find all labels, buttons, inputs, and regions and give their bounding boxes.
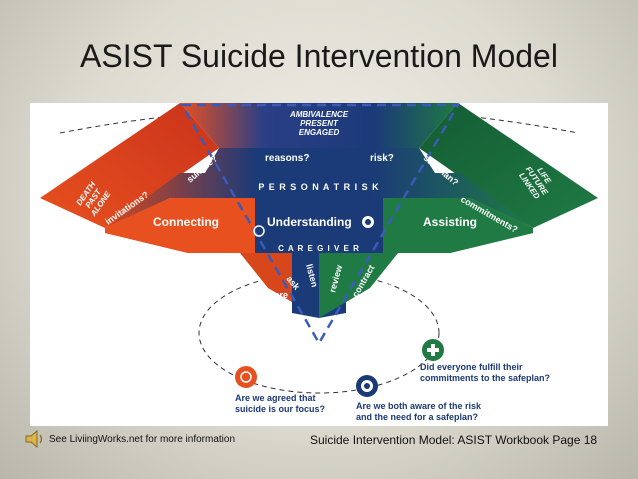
lower-fan-right bbox=[319, 253, 398, 318]
person-at-risk-label: P E R S O N A T R I S K bbox=[258, 182, 379, 192]
triangle-outline bbox=[179, 103, 461, 346]
understanding-question-line1: Are we both aware of the risk bbox=[356, 401, 482, 411]
connecting-section bbox=[105, 198, 255, 253]
footer-citation: Suicide Intervention Model: ASIST Workbo… bbox=[310, 433, 598, 447]
prompt-risk: risk? bbox=[370, 153, 394, 164]
prompt-reasons: reasons? bbox=[265, 153, 309, 164]
connecting-question-line1: Are we agreed that bbox=[235, 393, 316, 403]
caregiver-label: C A R E G I V E R bbox=[278, 244, 360, 253]
phase-understanding: Understanding bbox=[267, 215, 352, 229]
top-band-label-3: ENGAGED bbox=[299, 128, 340, 137]
diagram-panel: AMBIVALENCE PRESENT ENGAGED DEATH PAST A… bbox=[30, 103, 608, 426]
understanding-section bbox=[255, 198, 383, 253]
assisting-question-line1: Did everyone fulfill their bbox=[420, 362, 523, 372]
left-outer-band bbox=[40, 103, 219, 228]
upper-row bbox=[105, 148, 533, 228]
top-band bbox=[180, 103, 458, 148]
top-band-label-2: PRESENT bbox=[300, 119, 339, 128]
assisting-question-line2: commitments to the safeplan? bbox=[420, 373, 550, 383]
assisting-question-icon bbox=[422, 339, 444, 361]
action-explore: explore bbox=[256, 290, 288, 300]
understanding-question-icon bbox=[356, 375, 378, 397]
phase-connecting: Connecting bbox=[153, 215, 219, 229]
top-band-label-1: AMBIVALENCE bbox=[289, 110, 349, 119]
assisting-section bbox=[383, 198, 533, 253]
phase-assisting: Assisting bbox=[423, 215, 477, 229]
connecting-question-line2: suicide is our focus? bbox=[235, 404, 325, 414]
speaker-icon[interactable] bbox=[22, 426, 48, 452]
intervention-model-diagram: AMBIVALENCE PRESENT ENGAGED DEATH PAST A… bbox=[40, 103, 598, 422]
footer-source-note: See LiviingWorks.net for more informatio… bbox=[49, 434, 236, 445]
slide-title: ASIST Suicide Intervention Model bbox=[80, 38, 558, 74]
connecting-hand-icon bbox=[253, 225, 265, 237]
top-dashed-arc bbox=[59, 107, 579, 134]
right-outer-band bbox=[419, 103, 598, 228]
connecting-question-icon bbox=[235, 366, 257, 388]
assisting-plus-icon bbox=[428, 254, 440, 266]
understanding-target-icon bbox=[362, 216, 374, 228]
understanding-question-line2: and the need for a safeplan? bbox=[356, 412, 478, 422]
